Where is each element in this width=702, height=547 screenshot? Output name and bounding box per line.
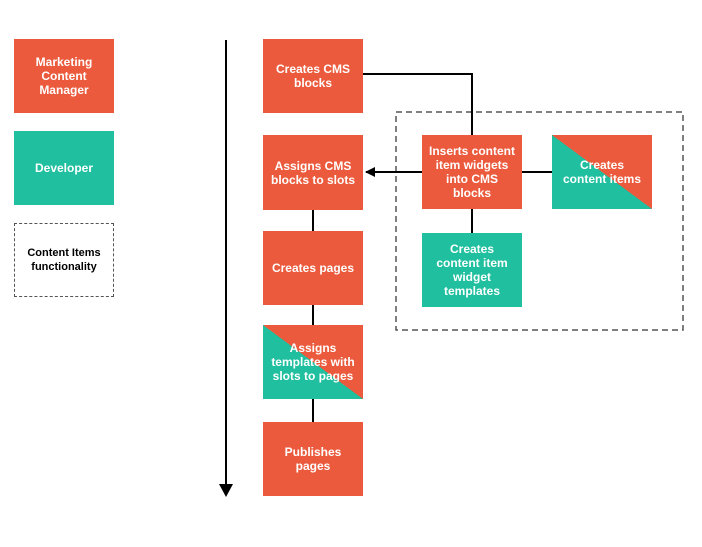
step-create-content-items: Creates content items (552, 135, 652, 209)
step-assign-templates-label: Assigns templates with slots to pages (271, 341, 355, 383)
step-create-content-items-label: Creates content items (562, 158, 641, 186)
content-items-group-border (395, 111, 684, 331)
step-publish-pages-label: Publishes pages (284, 445, 342, 473)
timeline-arrowhead (219, 484, 233, 497)
legend-developer: Developer (14, 131, 114, 205)
step-assign-templates: Assigns templates with slots to pages (263, 325, 363, 399)
step-create-widget-templates: Creates content item widget templates (422, 233, 522, 307)
connector-cms-blocks-to-inserts (363, 73, 473, 135)
step-insert-widgets-label: Inserts content item widgets into CMS bl… (428, 144, 515, 200)
step-create-cms-blocks-label: Creates CMS blocks (275, 62, 351, 90)
step-create-pages-label: Creates pages (271, 261, 355, 275)
step-create-widget-templates-label: Creates content item widget templates (436, 242, 508, 298)
step-publish-pages: Publishes pages (263, 422, 363, 496)
step-assign-cms-blocks-label: Assigns CMS blocks to slots (270, 158, 356, 187)
legend-marketing-label: Marketing Content Manager (35, 55, 93, 97)
step-insert-widgets: Inserts content item widgets into CMS bl… (422, 135, 522, 209)
step-create-pages: Creates pages (263, 231, 363, 305)
step-create-cms-blocks: Creates CMS blocks (263, 39, 363, 113)
legend-developer-label: Developer (34, 161, 94, 175)
legend-content-items-label: Content Items functionality (27, 247, 101, 273)
legend-content-items: Content Items functionality (14, 223, 114, 297)
legend-marketing-content-manager: Marketing Content Manager (14, 39, 114, 113)
step-assign-cms-blocks: Assigns CMS blocks to slots (263, 135, 363, 210)
